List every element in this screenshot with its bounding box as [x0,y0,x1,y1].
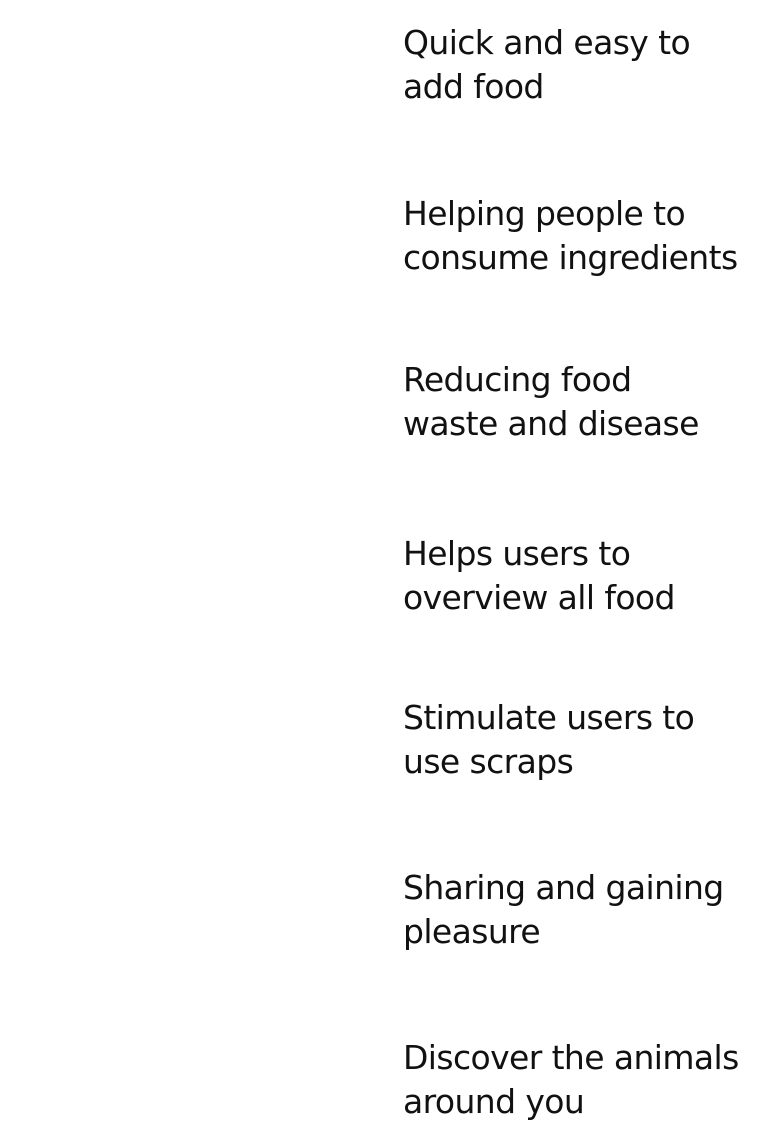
feature-text-line: use scraps [403,742,574,781]
feature-text-line: Discover the animals [403,1038,739,1077]
feature-item-consume-ingredients: Helping people to consume ingredients [403,192,753,280]
feature-item-use-scraps: Stimulate users to use scraps [403,696,753,784]
feature-text-line: Reducing food [403,360,632,399]
feature-text-line: Stimulate users to [403,698,695,737]
feature-list: Quick and easy to add food Helping peopl… [403,0,753,1126]
feature-item-overview-food: Helps users to overview all food [403,532,753,620]
feature-text-line: waste and disease [403,404,699,443]
feature-text-line: pleasure [403,912,541,951]
feature-text-line: Helping people to [403,194,686,233]
feature-item-reduce-waste: Reducing food waste and disease [403,358,753,446]
feature-text-line: Quick and easy to [403,23,691,62]
feature-item-discover-animals: Discover the animals around you [403,1036,753,1124]
feature-text-line: add food [403,67,544,106]
feature-text-line: overview all food [403,578,675,617]
feature-text-line: around you [403,1082,585,1121]
feature-text-line: Helps users to [403,534,631,573]
feature-text-line: consume ingredients [403,238,738,277]
feature-item-add-food: Quick and easy to add food [403,21,753,109]
feature-item-sharing-pleasure: Sharing and gaining pleasure [403,866,753,954]
feature-text-line: Sharing and gaining [403,868,724,907]
